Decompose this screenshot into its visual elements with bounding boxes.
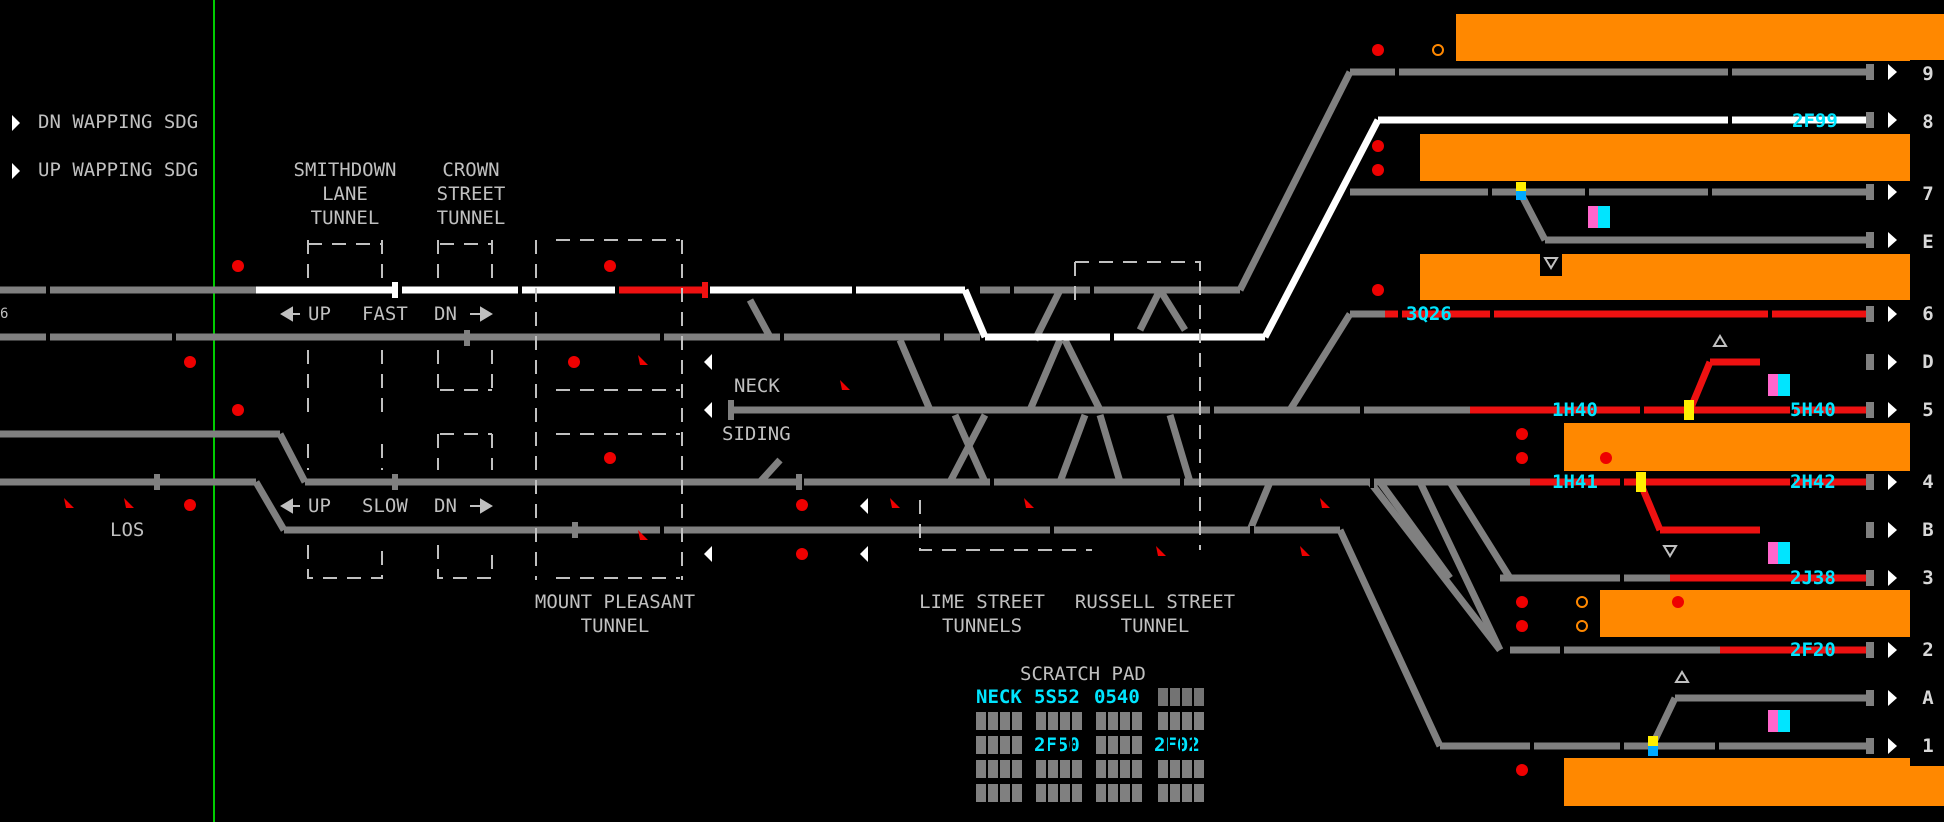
buffer-stops xyxy=(154,64,1874,754)
platform-blocks xyxy=(1420,14,1944,806)
signal-red[interactable] xyxy=(604,452,616,464)
signal-red[interactable] xyxy=(1516,428,1528,440)
berth-platform-8[interactable]: 2F99 xyxy=(1792,110,1838,132)
signal-red[interactable] xyxy=(1516,452,1528,464)
platform-number-1: 1 xyxy=(1922,735,1934,757)
signal-red[interactable] xyxy=(1372,284,1384,296)
berth-platform-4-approach[interactable]: 1H41 xyxy=(1552,471,1598,493)
berth-platform-2[interactable]: 2F20 xyxy=(1790,639,1836,661)
platform-block-3-2 xyxy=(1600,590,1944,637)
tunnel-outlines xyxy=(307,239,1201,580)
scratch-pad-cell[interactable]: 0540 xyxy=(1094,686,1140,708)
stub-label: 6 xyxy=(0,306,9,322)
berth-platform-6[interactable]: 3Q26 xyxy=(1406,303,1452,325)
signal-red[interactable] xyxy=(1600,452,1612,464)
platform-number-2: 2 xyxy=(1922,639,1934,661)
platform-block-e-6 xyxy=(1420,254,1944,300)
smithdown-lane-tunnel-label: SMITHDOWN LANE TUNNEL xyxy=(293,159,397,229)
signal-red[interactable] xyxy=(568,356,580,368)
ground-signal-amber[interactable] xyxy=(1576,596,1588,608)
set-route xyxy=(256,116,1870,341)
scratch-pad-cell[interactable]: 2F50 xyxy=(1034,734,1080,756)
signal-red[interactable] xyxy=(604,260,616,272)
platform-block-7-8 xyxy=(1420,134,1944,181)
shunt-signals[interactable] xyxy=(64,355,1330,556)
dn-fast-label: DN xyxy=(434,303,457,325)
ground-signal-amber[interactable] xyxy=(1576,620,1588,632)
platform-number-d: D xyxy=(1922,351,1934,373)
platform-number-a: A xyxy=(1922,687,1934,709)
slow-label: SLOW xyxy=(362,495,408,517)
scratch-pad-title: SCRATCH PAD xyxy=(1020,663,1146,685)
neck-label: NECK xyxy=(734,375,780,397)
platform-number-b: B xyxy=(1922,519,1934,541)
direction-arrows xyxy=(280,306,493,514)
platform-number-9: 9 xyxy=(1922,63,1934,85)
scratch-pad[interactable]: NECK 5S52 0540 2F50 2F02 xyxy=(976,686,1206,806)
signal-red[interactable] xyxy=(232,260,244,272)
signal-red[interactable] xyxy=(232,404,244,416)
crown-street-tunnel-label: CROWN STREET TUNNEL xyxy=(436,159,506,229)
scratch-pad-cell[interactable]: 2F02 xyxy=(1154,734,1200,756)
siding-label: SIDING xyxy=(722,423,791,445)
dn-wapping-siding-label: DN WAPPING SDG xyxy=(38,111,199,133)
platform-number-8: 8 xyxy=(1922,111,1934,133)
berth-platform-5[interactable]: 5H40 xyxy=(1790,399,1836,421)
platform-block-5-4 xyxy=(1564,423,1944,471)
platform-number-3: 3 xyxy=(1922,567,1934,589)
signal-red[interactable] xyxy=(1372,44,1384,56)
berth-platform-4[interactable]: 2H42 xyxy=(1790,471,1836,493)
signal-red[interactable] xyxy=(1516,596,1528,608)
mount-pleasant-tunnel-label: MOUNT PLEASANT TUNNEL xyxy=(534,591,696,637)
platform-block-9 xyxy=(1456,14,1944,61)
occupied-track xyxy=(615,286,1870,654)
platform-number-e: E xyxy=(1922,231,1934,253)
berth-platform-3[interactable]: 2J38 xyxy=(1790,567,1836,589)
lime-street-tunnels-label: LIME STREET TUNNELS xyxy=(919,591,1045,637)
signal-red[interactable] xyxy=(1516,764,1528,776)
los-label: LOS xyxy=(110,519,145,541)
up-slow-label: UP xyxy=(308,495,331,517)
berth-platform-5-approach[interactable]: 1H40 xyxy=(1552,399,1598,421)
platform-number-4: 4 xyxy=(1922,471,1934,493)
signal-red[interactable] xyxy=(796,499,808,511)
signals xyxy=(64,44,1684,776)
scratch-pad-cell[interactable]: 5S52 xyxy=(1034,686,1080,708)
point-indicators xyxy=(1516,182,1790,756)
russell-street-tunnel-label: RUSSELL STREET TUNNEL xyxy=(1074,591,1236,637)
track-layout xyxy=(0,68,1870,750)
track-joints xyxy=(46,68,1794,752)
fast-label: FAST xyxy=(362,303,408,325)
dn-slow-label: DN xyxy=(434,495,457,517)
platform-number-5: 5 xyxy=(1922,399,1934,421)
up-fast-label: UP xyxy=(308,303,331,325)
platform-number-7: 7 xyxy=(1922,183,1934,205)
signal-red[interactable] xyxy=(184,356,196,368)
signal-red[interactable] xyxy=(184,499,196,511)
signal-red[interactable] xyxy=(1372,140,1384,152)
platform-number-6: 6 xyxy=(1922,303,1934,325)
platform-arrows xyxy=(12,64,1897,754)
signal-red[interactable] xyxy=(1372,164,1384,176)
signal-red[interactable] xyxy=(796,548,808,560)
up-wapping-siding-label: UP WAPPING SDG xyxy=(38,159,199,181)
scratch-pad-empty-cells xyxy=(976,688,1204,802)
signal-red[interactable] xyxy=(1672,596,1684,608)
platform-ends xyxy=(1910,60,1944,766)
ground-signal-amber[interactable] xyxy=(1432,44,1444,56)
platform-block-1 xyxy=(1564,758,1944,806)
signal-red[interactable] xyxy=(1516,620,1528,632)
scratch-pad-cell[interactable]: NECK xyxy=(976,686,1022,708)
